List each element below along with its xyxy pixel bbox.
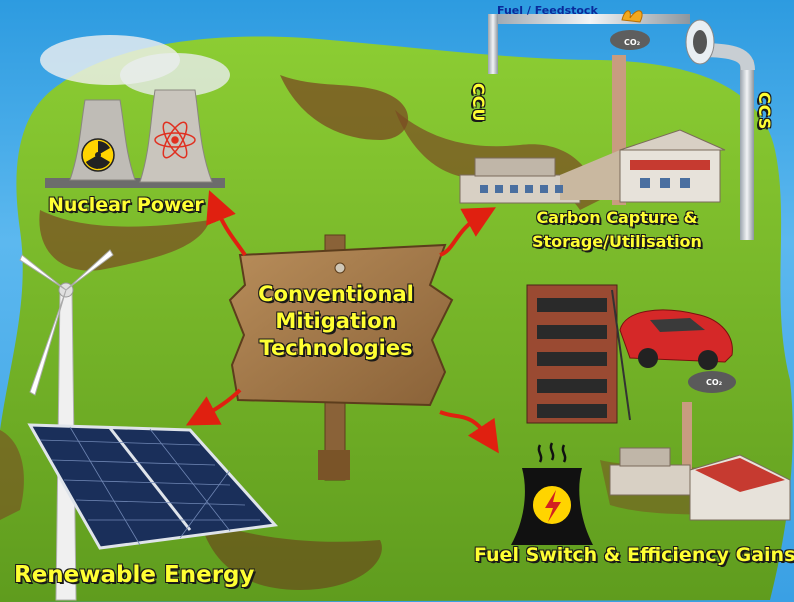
label-co2-pipe: CO₂ [624, 38, 641, 47]
label-renewable-energy: Renewable Energy [14, 562, 255, 588]
label-fuel-feedstock: Fuel / Feedstock [497, 4, 598, 17]
wooden-sign [228, 234, 454, 481]
co2-cloud-pipe [610, 30, 650, 50]
arrow-to-renewable [185, 388, 242, 426]
sign-title: Conventional Mitigation Technologies [236, 281, 436, 362]
arrow-to-fuel-switch [439, 410, 499, 454]
arrow-to-ccs [439, 207, 496, 257]
label-fuel-switch: Fuel Switch & Efficiency Gains [474, 544, 794, 566]
label-co2-car: CO₂ [706, 378, 723, 387]
sign-line-2: Mitigation [275, 309, 397, 333]
label-carbon-capture-line2: Storage/Utilisation [532, 232, 702, 251]
ccs-turbine [685, 19, 715, 65]
arrows [185, 190, 499, 454]
atom-icon [154, 121, 196, 159]
sign-line-3: Technologies [259, 336, 413, 360]
flame-icon [621, 10, 643, 23]
solar-panel [27, 423, 279, 550]
co2-cloud-car [688, 371, 736, 393]
radiation-icon [81, 138, 115, 172]
label-ccs: CCS [755, 92, 774, 131]
label-carbon-capture-line1: Carbon Capture & [536, 208, 698, 227]
label-nuclear-power: Nuclear Power [48, 194, 204, 216]
label-carbon-capture: Carbon Capture & Storage/Utilisation [532, 206, 702, 254]
brick-building [526, 284, 631, 424]
arrow-to-nuclear [206, 190, 247, 257]
power-plant-bolt-icon [511, 442, 593, 545]
sign-line-1: Conventional [258, 282, 414, 306]
factory-small [609, 402, 791, 521]
factory-ccs [459, 55, 726, 205]
label-ccu: CCU [469, 83, 488, 123]
red-car [619, 309, 733, 370]
